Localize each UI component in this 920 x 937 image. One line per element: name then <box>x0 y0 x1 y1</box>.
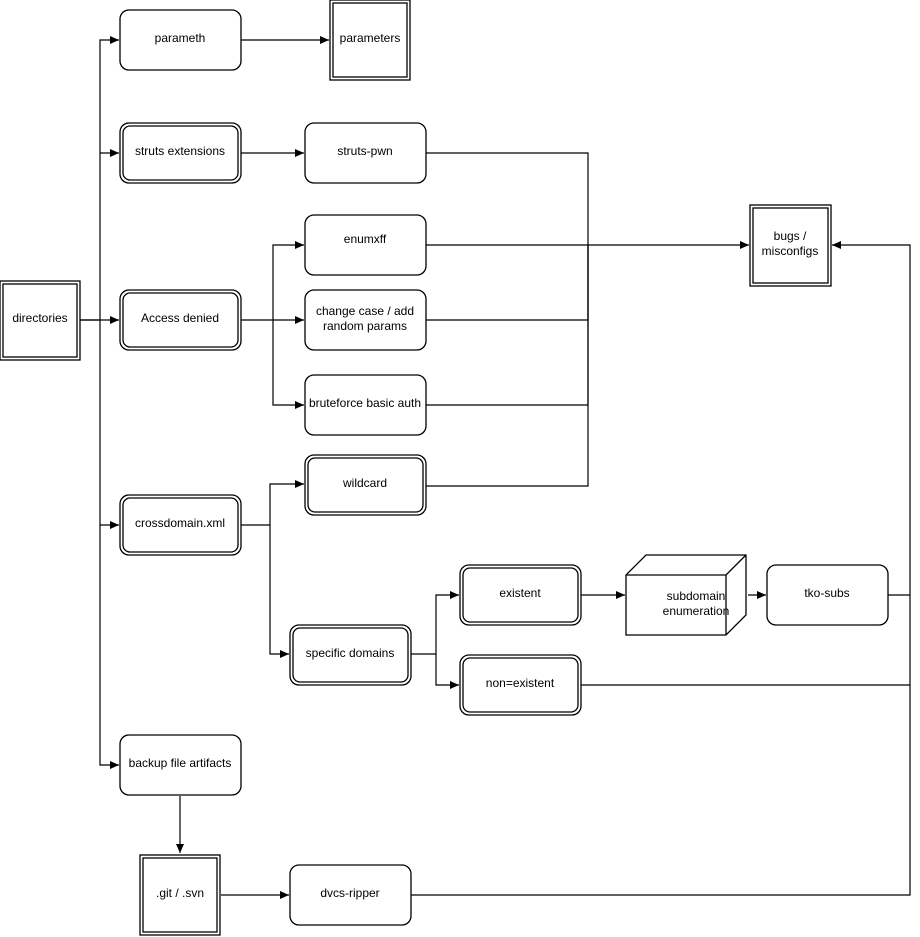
node-label: Access denied <box>141 311 219 325</box>
node-change-case[interactable]: change case / add random params <box>304 289 427 351</box>
node-struts-pwn[interactable]: struts-pwn <box>304 122 427 184</box>
node-label-line-2: random params <box>323 319 407 333</box>
node-parameters[interactable]: parameters <box>329 0 411 81</box>
node-label: crossdomain.xml <box>135 516 225 530</box>
node-enumxff[interactable]: enumxff <box>304 214 427 276</box>
node-label-line-2: enumeration <box>663 604 730 618</box>
edge-access-denied-enumxff <box>272 241 304 320</box>
node-wildcard[interactable]: wildcard <box>304 454 427 516</box>
edge-change-case-bugs <box>426 245 589 321</box>
node-label: .git / .svn <box>156 886 204 900</box>
node-subdomain-enumeration[interactable]: subdomain enumeration <box>625 554 747 636</box>
node-label: specific domains <box>306 646 395 660</box>
edge-directories-parameth <box>80 36 119 321</box>
node-specific-domains[interactable]: specific domains <box>289 624 412 686</box>
node-label: dvcs-ripper <box>320 886 379 900</box>
node-label-line-1: bugs / <box>774 229 807 243</box>
edge-directories-backup <box>99 525 119 769</box>
edge-directories-crossdomain <box>99 320 119 529</box>
node-label: parameters <box>340 31 401 45</box>
edge-tko-subs-bugs <box>832 241 911 596</box>
edge-specific-domains-existent <box>411 591 459 655</box>
edges-layer <box>80 36 911 899</box>
node-label-line-1: change case / add <box>316 304 414 318</box>
node-label: backup file artifacts <box>129 756 232 770</box>
node-existent[interactable]: existent <box>459 564 582 626</box>
node-label: parameth <box>155 31 206 45</box>
edge-specific-domains-non-existent <box>435 654 459 689</box>
node-directories[interactable]: directories <box>0 280 81 361</box>
edge-struts-pwn-bugs <box>426 152 589 245</box>
node-label: non=existent <box>486 676 555 690</box>
node-label-line-2: misconfigs <box>762 244 819 258</box>
node-git-svn[interactable]: .git / .svn <box>139 854 221 936</box>
node-label: directories <box>12 311 67 325</box>
node-crossdomain-xml[interactable]: crossdomain.xml <box>119 494 242 556</box>
node-label: existent <box>499 586 541 600</box>
node-bruteforce-basic-auth[interactable]: bruteforce basic auth <box>304 374 427 436</box>
node-label: struts extensions <box>135 144 225 158</box>
node-struts-extensions[interactable]: struts extensions <box>119 122 242 184</box>
nodes-layer: directories parameth parameters struts e… <box>0 0 889 936</box>
node-label: struts-pwn <box>337 144 392 158</box>
node-dvcs-ripper[interactable]: dvcs-ripper <box>289 864 412 926</box>
node-parameth[interactable]: parameth <box>119 9 242 71</box>
edge-bruteforce-bugs <box>426 245 589 406</box>
node-label: enumxff <box>344 232 387 246</box>
node-label: tko-subs <box>804 586 849 600</box>
node-bugs-misconfigs[interactable]: bugs / misconfigs <box>749 204 832 287</box>
node-backup-file-artifacts[interactable]: backup file artifacts <box>119 734 242 796</box>
node-access-denied[interactable]: Access denied <box>119 289 242 351</box>
edge-crossdomain-wildcard <box>241 480 304 526</box>
edge-crossdomain-specific-domains <box>269 525 289 658</box>
edge-dvcs-ripper-bugs <box>411 685 911 896</box>
node-non-existent[interactable]: non=existent <box>459 654 582 716</box>
edge-wildcard-bugs <box>426 245 589 487</box>
node-tko-subs[interactable]: tko-subs <box>766 564 889 626</box>
node-label-line-1: subdomain <box>667 589 726 603</box>
edge-access-denied-bruteforce <box>272 320 304 409</box>
node-label: wildcard <box>342 476 387 490</box>
node-label: bruteforce basic auth <box>309 396 421 410</box>
